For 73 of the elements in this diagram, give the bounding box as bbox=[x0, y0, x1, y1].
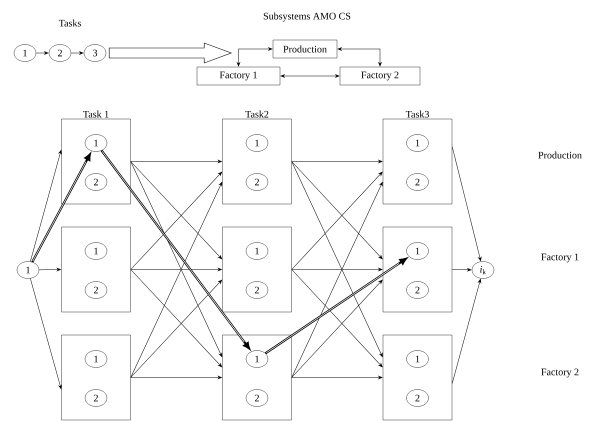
heading: Subsystems AMO CS bbox=[264, 12, 350, 22]
circle-node: i$_{k}$ bbox=[472, 261, 494, 279]
circle-node: 1 bbox=[406, 242, 429, 260]
node-label: Task3 bbox=[406, 110, 429, 118]
task-box bbox=[61, 334, 131, 420]
block-arrow bbox=[108, 42, 232, 64]
arrow bbox=[452, 268, 472, 272]
circle-node: 1 bbox=[406, 350, 429, 368]
arrow bbox=[338, 47, 382, 66]
subsystem-box: Factory 2 bbox=[340, 66, 420, 86]
arrow bbox=[130, 172, 222, 270]
arrow bbox=[38, 268, 61, 272]
arrow bbox=[280, 74, 340, 78]
arrow bbox=[236, 47, 272, 66]
row-label: Production bbox=[538, 151, 582, 159]
circle-node: 2 bbox=[246, 389, 268, 407]
arrow bbox=[130, 160, 222, 164]
arrow bbox=[291, 269, 383, 368]
circle-node: 2 bbox=[48, 44, 72, 62]
row-label: Factory 2 bbox=[541, 368, 578, 378]
circle-node: 1 bbox=[16, 261, 40, 279]
arrow bbox=[130, 376, 222, 380]
circle-node: 1 bbox=[84, 350, 108, 368]
task-box bbox=[382, 226, 452, 312]
circle-node: 2 bbox=[246, 173, 268, 191]
circle-node: 2 bbox=[406, 389, 429, 407]
heading: Tasks bbox=[58, 19, 81, 27]
circle-node: 1 bbox=[406, 134, 429, 152]
arrow bbox=[30, 278, 62, 390]
arrow bbox=[291, 268, 382, 272]
circle-node: 1 bbox=[246, 242, 268, 260]
arrow bbox=[452, 278, 482, 384]
circle-node: 1 bbox=[246, 134, 268, 152]
circle-node: 1 bbox=[84, 242, 108, 260]
circle-node: 2 bbox=[84, 173, 108, 191]
arrow bbox=[291, 172, 383, 270]
circle-node: 2 bbox=[406, 281, 429, 299]
arrow bbox=[130, 268, 222, 272]
circle-node: 2 bbox=[84, 389, 108, 407]
arrow bbox=[264, 258, 407, 354]
row-label: Factory 1 bbox=[541, 254, 578, 262]
arrow bbox=[70, 51, 84, 55]
arrow bbox=[130, 182, 222, 378]
arrow bbox=[452, 146, 482, 262]
arrow bbox=[291, 376, 382, 380]
arrow bbox=[130, 161, 222, 260]
task-box bbox=[382, 334, 452, 420]
circle-node: 1 bbox=[84, 134, 108, 152]
arrow bbox=[130, 280, 222, 378]
subsystem-box: Factory 1 bbox=[196, 66, 280, 86]
arrow bbox=[291, 160, 382, 164]
circle-node: 3 bbox=[84, 44, 106, 62]
arrow bbox=[291, 161, 383, 358]
circle-node: 1 bbox=[14, 44, 36, 62]
arrow bbox=[291, 280, 383, 378]
arrow bbox=[30, 150, 62, 262]
arrow bbox=[291, 182, 383, 378]
arrow bbox=[130, 269, 222, 368]
circle-node: 2 bbox=[246, 281, 268, 299]
node-label: Task2 bbox=[245, 110, 268, 118]
task-box bbox=[61, 226, 131, 312]
arrow bbox=[291, 161, 383, 260]
node-label: Task 1 bbox=[83, 110, 109, 118]
arrow bbox=[36, 51, 48, 55]
task-box bbox=[222, 226, 292, 312]
task-box bbox=[222, 334, 292, 420]
arrow bbox=[100, 150, 250, 350]
arrow bbox=[130, 161, 222, 358]
circle-node: 2 bbox=[406, 173, 429, 191]
subsystem-box: Production bbox=[272, 40, 338, 58]
circle-node: 2 bbox=[84, 281, 108, 299]
circle-node: 1 bbox=[246, 350, 268, 368]
arrow bbox=[31, 153, 91, 262]
